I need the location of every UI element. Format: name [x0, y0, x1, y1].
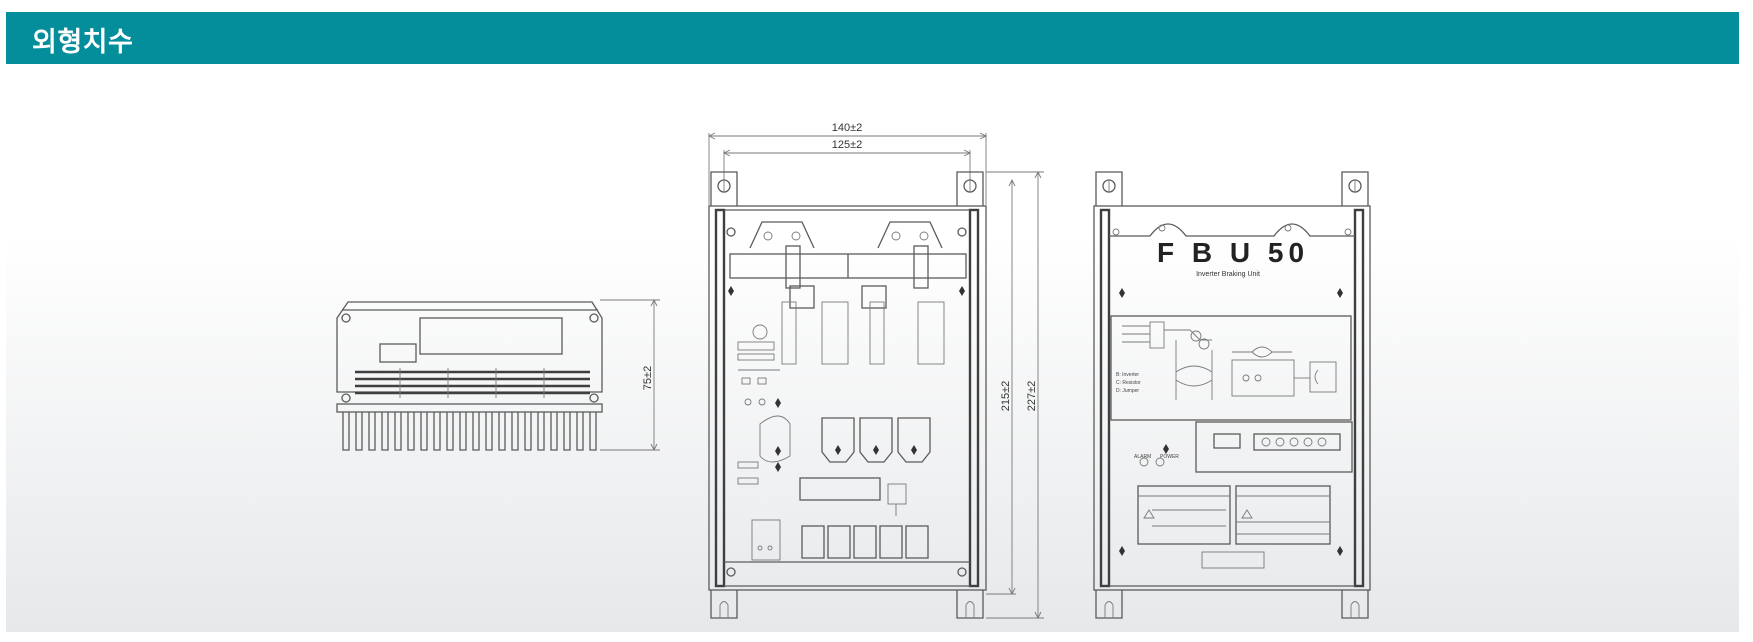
model-name: F B U 50: [1157, 237, 1309, 268]
dimension-drawing-area: [6, 64, 1739, 632]
front-view-open: 140±2 125±2: [707, 122, 1044, 620]
svg-text:B: Inverter: B: Inverter: [1116, 372, 1139, 378]
outer-width-dimension: 140±2: [832, 122, 863, 134]
svg-text:ALARM: ALARM: [1134, 454, 1151, 460]
inner-width-dimension: 125±2: [832, 139, 863, 151]
outer-height-dimension: 227±2: [1026, 381, 1038, 412]
depth-dimension: 75±2: [642, 366, 654, 390]
section-title: 외형치수: [32, 27, 134, 58]
inner-height-dimension: 215±2: [1000, 381, 1012, 412]
model-subtitle: Inverter Braking Unit: [1196, 271, 1260, 278]
svg-text:D: Jumper: D: Jumper: [1116, 388, 1139, 394]
svg-text:POWER: POWER: [1160, 454, 1179, 460]
front-view-cover: F B U 50 Inverter Braking Unit: [1093, 171, 1371, 619]
svg-text:C: Resistor: C: Resistor: [1116, 380, 1141, 386]
section-header: 외형치수: [6, 12, 1739, 64]
side-view: 75±2: [336, 298, 660, 452]
